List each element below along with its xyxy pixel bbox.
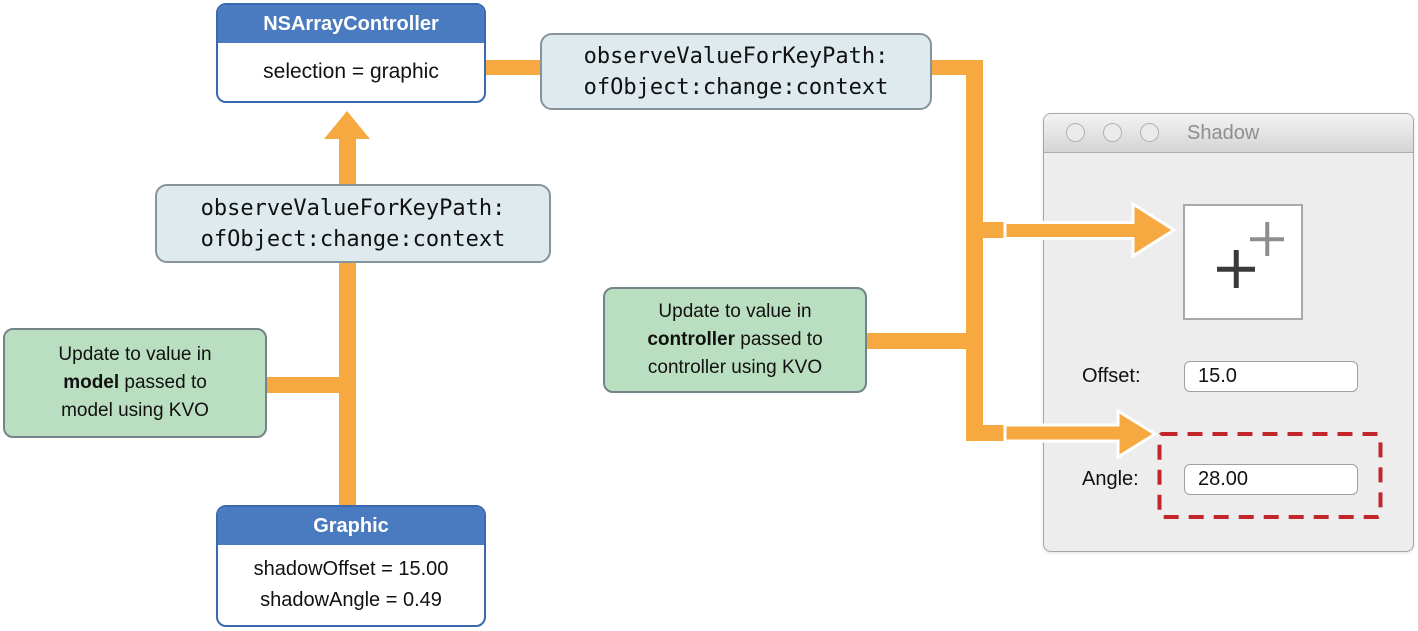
connector-model-note	[267, 377, 341, 393]
kvo-method-line2: ofObject:change:context	[583, 74, 889, 100]
note-bold-word: model	[63, 372, 120, 393]
zoom-window-icon[interactable]	[1140, 123, 1159, 142]
connector-branch-top	[983, 222, 1013, 238]
kvo-method-line1: observeValueForKeyPath:	[583, 43, 889, 69]
note-bold-word: controller	[647, 329, 735, 350]
note-line2: controller passed to	[605, 326, 865, 354]
connector-controller-note	[867, 333, 967, 349]
crosshair-light-icon	[1250, 222, 1284, 256]
note-line2-rest: passed to	[119, 372, 207, 393]
close-window-icon[interactable]	[1066, 123, 1085, 142]
arrow-up-icon	[324, 111, 370, 139]
note-line2: model passed to	[5, 369, 265, 397]
note-line3: model using KVO	[61, 400, 209, 421]
kvo-method-line2: ofObject:change:context	[200, 226, 506, 252]
note-line1: Update to value in	[58, 344, 212, 365]
graphic-title: Graphic	[218, 507, 484, 545]
note-line2-rest: passed to	[734, 329, 823, 350]
connector-nsarray-to-kvo	[485, 60, 540, 75]
shadow-window: Shadow Offset: Angle:	[1043, 113, 1414, 552]
kvo-method-box-middle: observeValueForKeyPath: ofObject:change:…	[155, 184, 551, 263]
window-title: Shadow	[1187, 122, 1260, 144]
connector-kvo-to-trunk	[932, 60, 983, 75]
graphic-shadow-offset: shadowOffset = 15.00	[253, 558, 449, 580]
angle-label: Angle:	[1082, 468, 1139, 490]
shadow-preview-canvas[interactable]	[1183, 204, 1303, 320]
nsarraycontroller-box: NSArrayController selection = graphic	[216, 3, 486, 103]
note-line1: Update to value in	[658, 301, 812, 322]
graphic-model-box: Graphic shadowOffset = 15.00 shadowAngle…	[216, 505, 486, 627]
kvo-method-line1: observeValueForKeyPath:	[200, 195, 506, 221]
offset-label: Offset:	[1082, 365, 1141, 387]
graphic-body: shadowOffset = 15.00 shadowAngle = 0.49	[218, 545, 484, 616]
angle-field[interactable]	[1184, 464, 1358, 495]
offset-field[interactable]	[1184, 361, 1358, 392]
minimize-window-icon[interactable]	[1103, 123, 1122, 142]
window-titlebar: Shadow	[1044, 114, 1413, 153]
connector-right-trunk	[966, 60, 983, 441]
nsarraycontroller-body: selection = graphic	[263, 60, 439, 83]
connector-branch-bottom	[966, 425, 1013, 441]
crosshair-dark-icon	[1217, 250, 1255, 288]
kvo-method-box-top: observeValueForKeyPath: ofObject:change:…	[540, 33, 932, 110]
nsarraycontroller-title: NSArrayController	[218, 5, 484, 43]
note-line3: controller using KVO	[647, 357, 823, 378]
graphic-shadow-angle: shadowAngle = 0.49	[260, 589, 442, 611]
note-controller-update: Update to value in controller passed to …	[603, 287, 867, 393]
note-model-update: Update to value in model passed to model…	[3, 328, 267, 438]
